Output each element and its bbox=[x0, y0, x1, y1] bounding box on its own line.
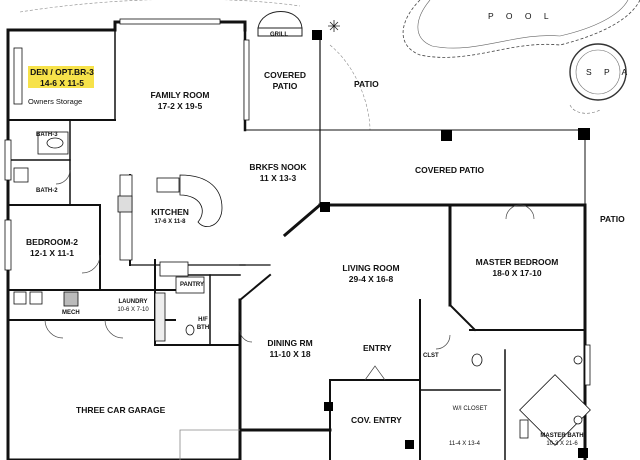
kitchen-label: KITCHEN 17-6 X 11-8 bbox=[148, 207, 192, 226]
family-room-name: FAMILY ROOM bbox=[150, 90, 210, 100]
den-highlight bbox=[28, 66, 94, 88]
dining-label: DINING RM 11-10 X 18 bbox=[264, 338, 316, 360]
spa-label: S P A bbox=[586, 67, 633, 77]
pool-outline bbox=[402, 0, 640, 58]
master-bedroom-label: MASTER BEDROOM 18-0 X 17-10 bbox=[472, 257, 562, 279]
pantry-label: PANTRY bbox=[180, 282, 204, 288]
den-dims: 14-6 X 11-5 bbox=[40, 78, 84, 88]
den-label: DEN / OPT.BR-3 14-6 X 11-5 bbox=[30, 67, 94, 89]
patio-right-label: PATIO bbox=[600, 214, 625, 224]
pool-label: P O O L bbox=[488, 11, 554, 21]
laundry-label: LAUNDRY 10-6 X 7-10 bbox=[114, 298, 152, 314]
den-name: DEN / OPT.BR-3 bbox=[30, 67, 94, 77]
master-bath-label: MASTER BATH 10-3 X 21-6 bbox=[530, 432, 594, 448]
grill-label: GRILL bbox=[270, 32, 288, 38]
kitchen-island bbox=[179, 174, 223, 227]
bath2-label: BATH-2 bbox=[36, 188, 58, 194]
desk-counter bbox=[13, 47, 23, 105]
wi-closet-dims: 11-4 X 13-4 bbox=[449, 441, 480, 447]
brkfs-nook-dims: 11 X 13-3 bbox=[259, 173, 297, 183]
grill-outline bbox=[257, 11, 303, 29]
bedroom2-label: BEDROOM-2 12-1 X 11-1 bbox=[22, 237, 82, 259]
master-bedroom-dims: 18-0 X 17-10 bbox=[492, 268, 542, 278]
half-bath-line1: H/F bbox=[198, 317, 208, 323]
master-bath-dims: 10-3 X 21-6 bbox=[546, 441, 578, 447]
bedroom2-dims: 12-1 X 11-1 bbox=[30, 248, 74, 258]
covered-patio-right-label: COVERED PATIO bbox=[415, 165, 485, 175]
mech-label: MECH bbox=[62, 310, 80, 316]
plant-icon bbox=[328, 20, 340, 32]
wi-closet-name: W/I CLOSET bbox=[452, 406, 488, 412]
kitchen-name: KITCHEN bbox=[151, 207, 189, 217]
family-room-dims: 17-2 X 19-5 bbox=[157, 101, 203, 111]
brkfs-nook-name: BRKFS NOOK bbox=[249, 162, 307, 172]
entry-label: ENTRY bbox=[363, 343, 392, 353]
laundry-dims: 10-6 X 7-10 bbox=[117, 307, 149, 313]
living-room-name: LIVING ROOM bbox=[342, 263, 400, 273]
living-room-label: LIVING ROOM 29-4 X 16-8 bbox=[336, 263, 406, 285]
covered-patio-top-label: COVERED PATIO bbox=[258, 70, 312, 92]
half-bath-line2: BTH bbox=[196, 325, 210, 331]
half-bath-label: H/F BTH bbox=[196, 316, 210, 332]
bath3-label: BATH-3 bbox=[36, 132, 58, 138]
master-bedroom-name: MASTER BEDROOM bbox=[475, 257, 559, 267]
garage-label: THREE CAR GARAGE bbox=[76, 405, 166, 415]
owners-storage-label: Owners Storage bbox=[28, 97, 83, 106]
dining-name: DINING RM bbox=[267, 338, 313, 348]
patio-top-label: PATIO bbox=[354, 79, 379, 89]
kitchen-dims: 17-6 X 11-8 bbox=[154, 219, 186, 225]
master-bath-name: MASTER BATH bbox=[540, 433, 584, 439]
brkfs-nook-label: BRKFS NOOK 11 X 13-3 bbox=[248, 162, 308, 184]
family-room-label: FAMILY ROOM 17-2 X 19-5 bbox=[140, 90, 220, 112]
bedroom2-name: BEDROOM-2 bbox=[26, 237, 78, 247]
laundry-name: LAUNDRY bbox=[118, 299, 148, 305]
pool-outline-inner bbox=[417, 0, 629, 49]
wi-closet-label: W/I CLOSET bbox=[440, 405, 500, 413]
living-room-dims: 29-4 X 16-8 bbox=[348, 274, 394, 284]
covered-patio-top-line2: PATIO bbox=[272, 81, 298, 91]
spa-outline bbox=[569, 43, 627, 101]
cov-entry-label: COV. ENTRY bbox=[351, 415, 402, 425]
dining-dims: 11-10 X 18 bbox=[269, 349, 311, 359]
clst-label: CLST bbox=[423, 353, 439, 359]
covered-patio-top-line1: COVERED bbox=[263, 70, 307, 80]
